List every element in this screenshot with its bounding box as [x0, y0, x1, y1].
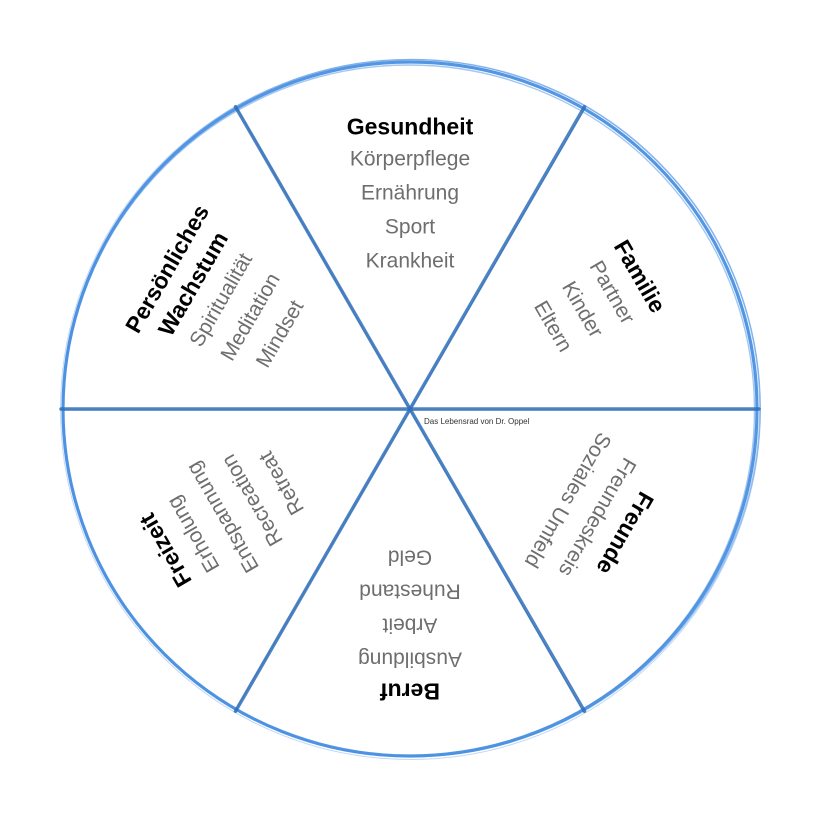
segment-item: Ausbildung — [358, 648, 462, 671]
segment-item: Ernährung — [361, 182, 459, 205]
segment-item: Geld — [388, 546, 432, 569]
segment-title: Beruf — [380, 679, 440, 705]
segment-item: Körperpflege — [350, 148, 470, 171]
segment-title: Gesundheit — [347, 113, 474, 139]
segment-item: Ruhestand — [359, 580, 461, 603]
spoke-line-2 — [233, 105, 587, 713]
segment-0: GesundheitKörperpflegeErnährungSportKran… — [347, 113, 474, 272]
segment-5: PersönlichesWachstumSpiritualitätMeditat… — [120, 200, 309, 371]
segment-item: Krankheit — [366, 250, 455, 273]
segment-item: Sport — [385, 216, 435, 239]
segment-4: FreizeitErholungEntspannungRecreationRet… — [134, 447, 309, 591]
spoke-line-shadow-2 — [233, 107, 587, 713]
segment-3: Beruf Ausbildung Arbeit Ruhestand Geld — [358, 546, 462, 705]
wheel-spokes — [59, 105, 761, 713]
segment-item: Arbeit — [382, 614, 437, 637]
credit-label: Das Lebensrad von Dr. Oppel — [424, 417, 530, 426]
